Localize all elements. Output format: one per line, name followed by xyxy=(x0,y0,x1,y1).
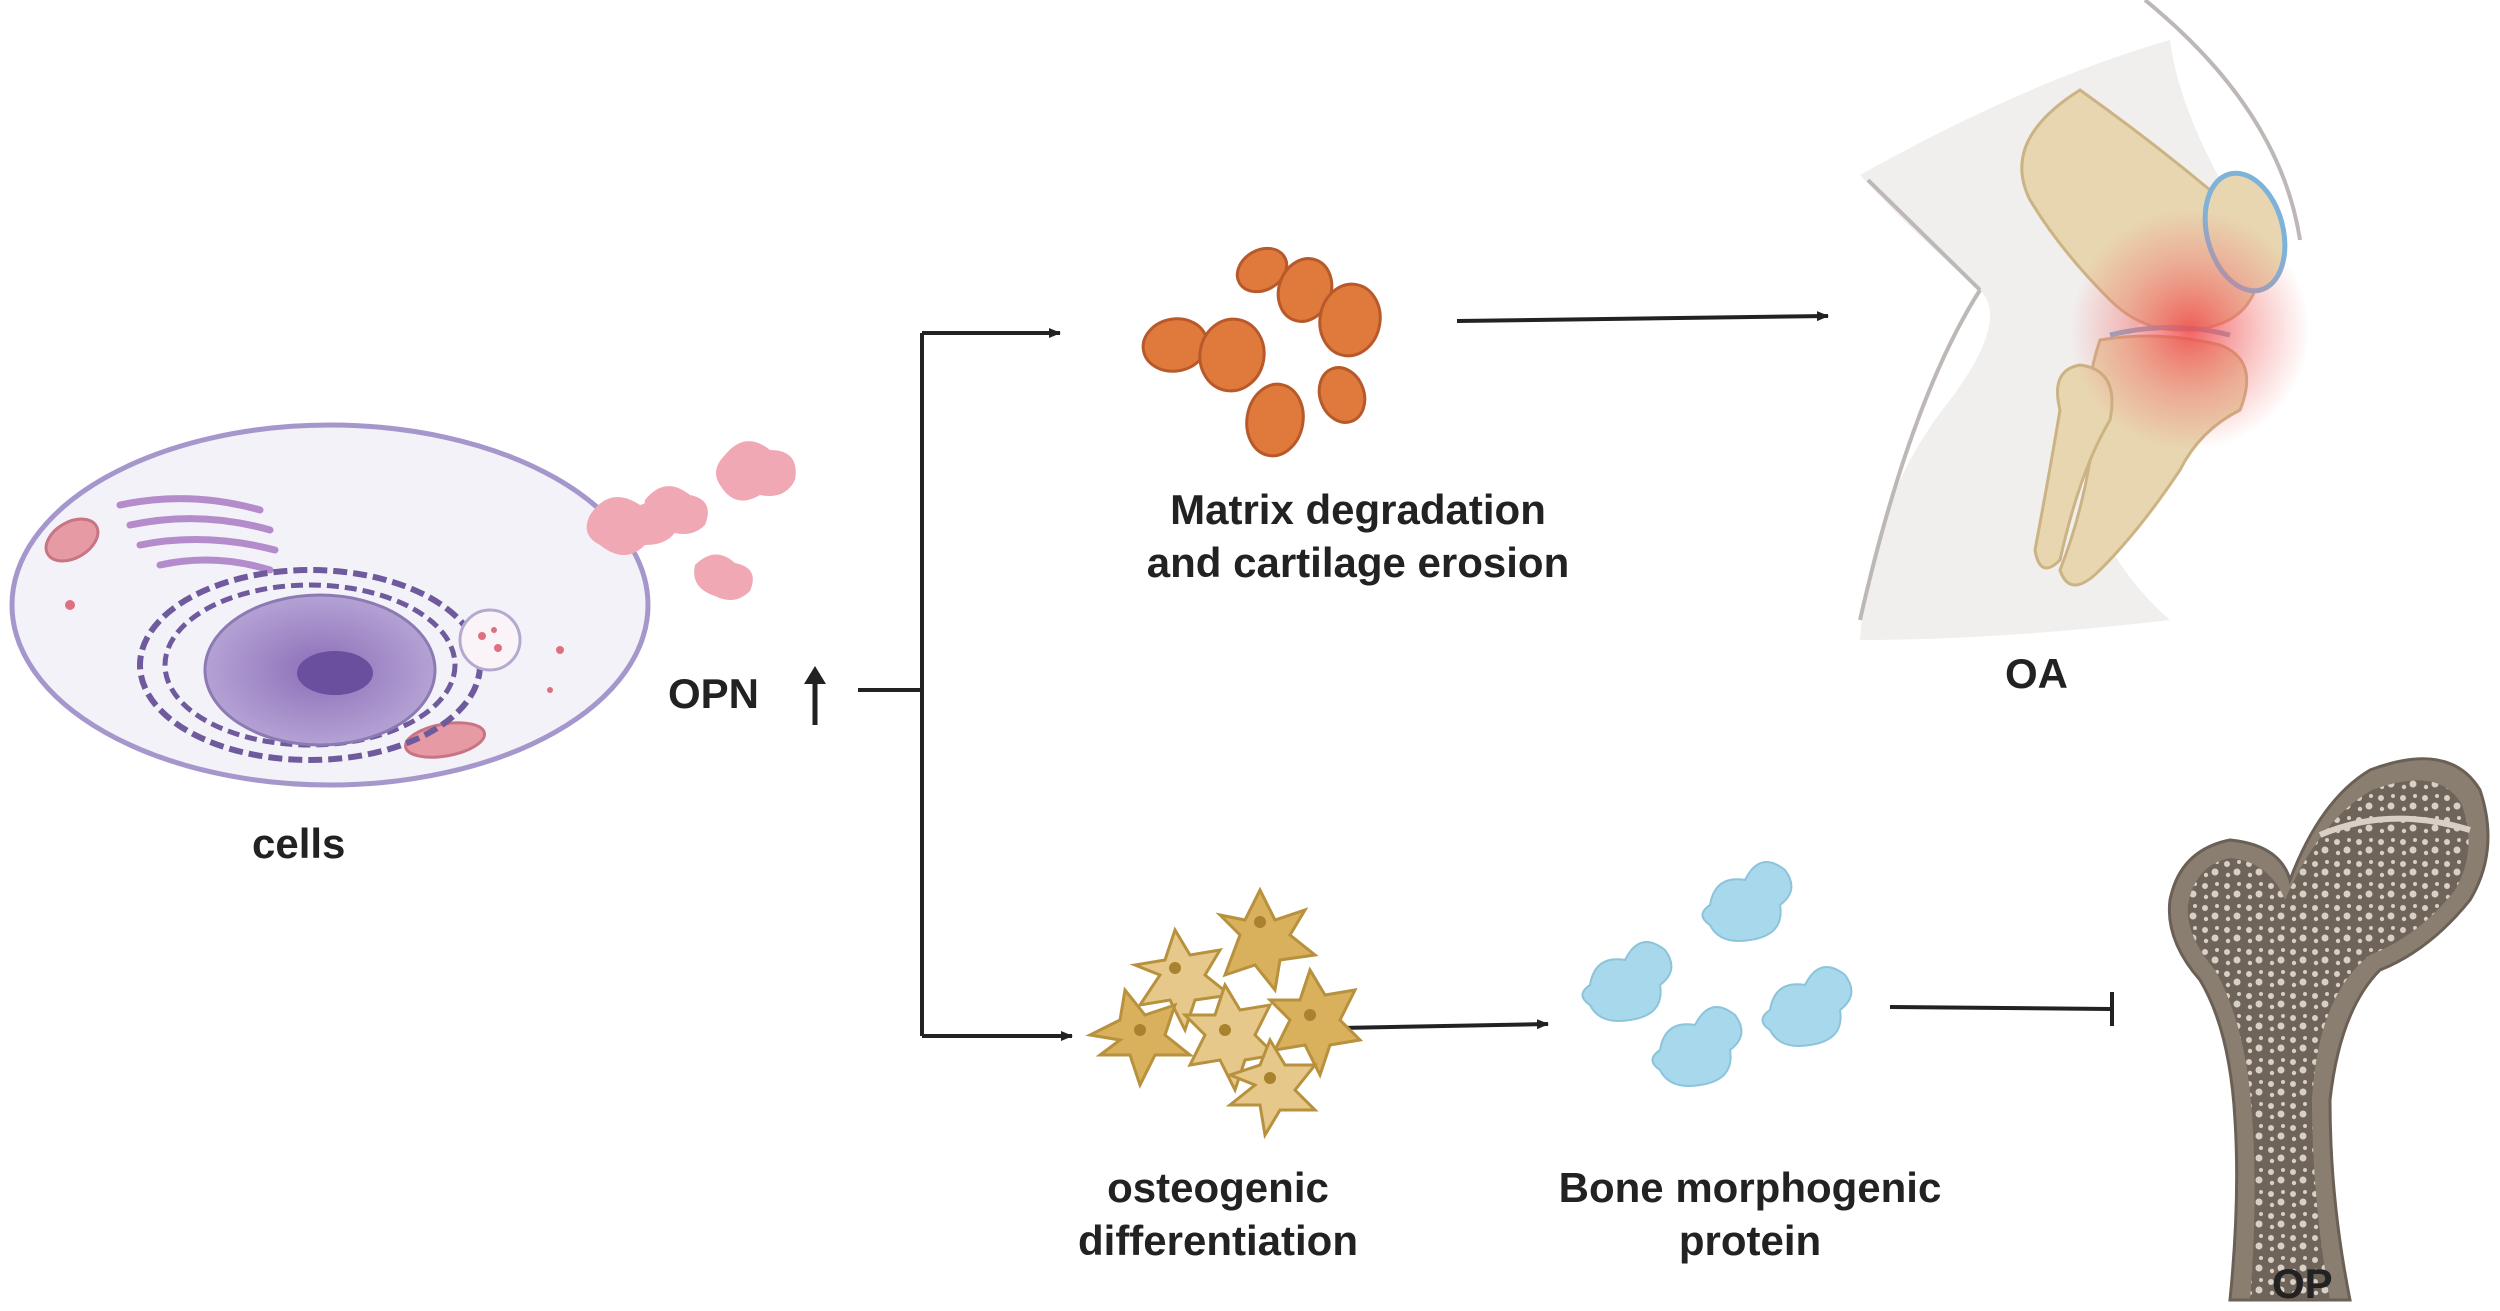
cell-icon xyxy=(9,422,651,788)
bmp-line1: Bone morphogenic xyxy=(1558,1164,1942,1211)
osteogenic-differentiation-label: osteogenic differentiation xyxy=(1058,1162,1378,1267)
inflammation-glow xyxy=(2070,210,2310,450)
femur-bone-icon xyxy=(2167,757,2490,1302)
bmp-line2: protein xyxy=(1678,1216,1822,1264)
matrix-degradation-line1: Matrix degradation xyxy=(1170,486,1546,533)
osteogenic-line1: osteogenic xyxy=(1107,1164,1329,1211)
opn-protein-icon xyxy=(586,441,796,600)
golgi-apparatus-icon xyxy=(116,495,279,574)
matrix-degradation-line2: and cartilage erosion xyxy=(1146,538,1570,586)
cells-label: cells xyxy=(252,820,346,867)
matrix-degradation-label: Matrix degradation and cartilage erosion xyxy=(1098,484,1618,589)
knee-joint-icon xyxy=(1858,0,2310,640)
vesicle-icon xyxy=(458,608,522,672)
mitochondrion-icon xyxy=(44,517,100,563)
pathway-arrows xyxy=(858,311,2114,1041)
bmp-label: Bone morphogenic protein xyxy=(1530,1162,1970,1267)
arrow-matrix-to-oa xyxy=(1456,311,1829,323)
opn-text: OPN xyxy=(668,670,760,717)
op-label: OP xyxy=(2272,1260,2333,1307)
opn-label: OPN xyxy=(668,668,759,721)
osteoblast-cells-icon xyxy=(1085,886,1364,1140)
arrow-osteogenic-to-bmp xyxy=(1339,1019,1549,1030)
matrix-granules-icon xyxy=(1141,246,1382,458)
up-arrow-icon xyxy=(804,666,826,725)
bmp-protein-icon xyxy=(1581,861,1853,1087)
nucleolus-icon xyxy=(297,651,373,695)
oa-label: OA xyxy=(2005,650,2068,697)
osteogenic-line2: differentiation xyxy=(1078,1216,1358,1264)
inhibition-bmp-to-op xyxy=(1889,1005,2111,1011)
